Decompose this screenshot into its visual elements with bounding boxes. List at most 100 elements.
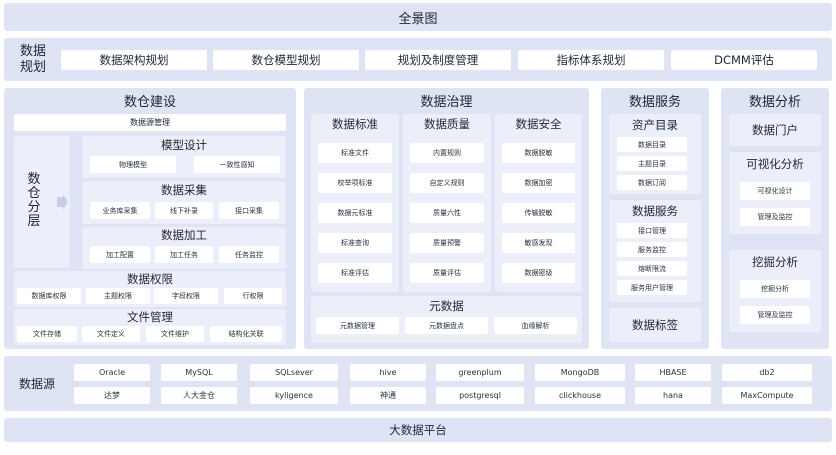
catalog-item[interactable]: 数据目录 bbox=[617, 137, 687, 152]
visual-item[interactable]: 管理及监控 bbox=[740, 208, 810, 226]
metadata-item[interactable]: 血缘解析 bbox=[494, 317, 577, 334]
processing-item[interactable]: 加工配置 bbox=[90, 246, 150, 263]
permission-item[interactable]: 行权限 bbox=[224, 288, 282, 304]
security-item[interactable]: 数据加密 bbox=[502, 173, 575, 193]
quality-item[interactable]: 内置规则 bbox=[410, 143, 484, 163]
collection-item[interactable]: 业务库采集 bbox=[90, 202, 150, 219]
security-item[interactable]: 数据密级 bbox=[502, 263, 575, 283]
permission-item[interactable]: 字段权限 bbox=[154, 288, 218, 304]
standard-title: 数据标准 bbox=[332, 117, 378, 131]
data-portal[interactable]: 数据门户 bbox=[729, 114, 821, 146]
arrow-right-icon bbox=[56, 194, 68, 210]
file-mgmt-item[interactable]: 文件定义 bbox=[82, 326, 140, 342]
security-item[interactable]: 数据脱敏 bbox=[502, 143, 575, 163]
footer-bar: 大数据平台 bbox=[4, 418, 832, 442]
data-security: 数据安全 数据脱敏数据加密传输脱敏敏感发现数据密级 bbox=[495, 114, 582, 292]
planning-item[interactable]: 指标体系规划 bbox=[518, 50, 664, 70]
layer-block: 数 仓 分 层 bbox=[14, 136, 70, 268]
governance-title: 数据治理 bbox=[420, 94, 473, 110]
collection-item[interactable]: 接口采集 bbox=[219, 202, 279, 219]
mining-item[interactable]: 管理及监控 bbox=[740, 306, 810, 324]
source-item[interactable]: postgresql bbox=[436, 387, 524, 404]
visual-analysis: 可视化分析 可视化设计 管理及监控 bbox=[729, 152, 821, 234]
standard-item[interactable]: 校举项标准 bbox=[318, 173, 392, 193]
svc-item[interactable]: 服务监控 bbox=[617, 242, 687, 257]
planning-item[interactable]: 数据架构规划 bbox=[61, 50, 207, 70]
source-item[interactable]: 人大金仓 bbox=[161, 387, 237, 404]
page-title: 全景图 bbox=[398, 11, 438, 27]
source-item[interactable]: 达梦 bbox=[74, 387, 150, 404]
warehouse-panel: 数仓建设 数据源管理 数 仓 分 层 模型设计 物理模型 一致性感知 数据采集 … bbox=[4, 88, 296, 349]
model-design: 模型设计 物理模型 一致性感知 bbox=[82, 136, 286, 178]
svc-item[interactable]: 服务用户管理 bbox=[617, 280, 687, 295]
source-item[interactable]: HBASE bbox=[635, 364, 711, 381]
source-item[interactable]: db2 bbox=[722, 364, 812, 381]
permission-item[interactable]: 数据库权限 bbox=[17, 288, 81, 304]
catalog-item[interactable]: 主题目录 bbox=[617, 156, 687, 171]
standard-item[interactable]: 标准文件 bbox=[318, 143, 392, 163]
source-item[interactable]: clickhouse bbox=[535, 387, 625, 404]
quality-item[interactable]: 质量六性 bbox=[410, 203, 484, 223]
metadata-item[interactable]: 元数据盘点 bbox=[405, 317, 488, 334]
catalog-item[interactable]: 数据订阅 bbox=[617, 175, 687, 190]
model-design-item[interactable]: 物理模型 bbox=[90, 156, 176, 173]
planning-item[interactable]: 规划及制度管理 bbox=[365, 50, 511, 70]
planning-item[interactable]: 数仓模型规划 bbox=[213, 50, 359, 70]
sources-label: 数据源 bbox=[18, 377, 55, 391]
metadata-title: 元数据 bbox=[429, 299, 464, 313]
file-mgmt-item[interactable]: 文件存储 bbox=[17, 326, 77, 342]
processing-item[interactable]: 加工任务 bbox=[155, 246, 213, 263]
mining-title: 挖掘分析 bbox=[752, 255, 798, 269]
source-item[interactable]: MaxCompute bbox=[722, 387, 812, 404]
file-mgmt-item[interactable]: 结构化关联 bbox=[210, 326, 282, 342]
svc-item[interactable]: 熔断限流 bbox=[617, 261, 687, 276]
source-item[interactable]: MongoDB bbox=[535, 364, 625, 381]
data-collection: 数据采集 业务库采集 线下补录 接口采集 bbox=[82, 181, 286, 224]
standard-item[interactable]: 标准查询 bbox=[318, 233, 392, 253]
model-design-title: 模型设计 bbox=[161, 138, 207, 152]
svc-item[interactable]: 接口管理 bbox=[617, 223, 687, 238]
source-item[interactable]: greenplum bbox=[436, 364, 524, 381]
svc-title: 数据服务 bbox=[632, 204, 678, 218]
source-item[interactable]: hana bbox=[635, 387, 711, 404]
standard-item[interactable]: 数据元标准 bbox=[318, 203, 392, 223]
security-item[interactable]: 敏感发现 bbox=[502, 233, 575, 253]
quality-title: 数据质量 bbox=[424, 117, 470, 131]
planning-item[interactable]: DCMM评估 bbox=[671, 50, 817, 70]
file-mgmt-item[interactable]: 文件维护 bbox=[146, 326, 204, 342]
permission-item[interactable]: 主题权限 bbox=[86, 288, 150, 304]
data-service: 数据服务 接口管理服务监控熔断限流服务用户管理 bbox=[609, 200, 701, 302]
warehouse-title: 数仓建设 bbox=[123, 94, 176, 110]
quality-item[interactable]: 质量评估 bbox=[410, 263, 484, 283]
portal-label: 数据门户 bbox=[752, 123, 798, 137]
source-item[interactable]: 神通 bbox=[350, 387, 426, 404]
data-processing: 数据加工 加工配置 加工任务 任务监控 bbox=[82, 227, 286, 269]
data-tag[interactable]: 数据标签 bbox=[609, 308, 701, 342]
source-item[interactable]: kyligence bbox=[250, 387, 338, 404]
governance-panel: 数据治理 数据标准 标准文件校举项标准数据元标准标准查询标准评估 数据质量 内置… bbox=[304, 88, 589, 349]
processing-item[interactable]: 任务监控 bbox=[219, 246, 279, 263]
visual-item[interactable]: 可视化设计 bbox=[740, 182, 810, 200]
analysis-panel: 数据分析 数据门户 可视化分析 可视化设计 管理及监控 挖掘分析 挖掘分析 管理… bbox=[721, 88, 829, 349]
model-design-item[interactable]: 一致性感知 bbox=[194, 156, 280, 173]
mining-item[interactable]: 挖掘分析 bbox=[740, 280, 810, 298]
data-permission: 数据权限 数据库权限 主题权限 字段权限 行权限 bbox=[14, 271, 286, 307]
quality-item[interactable]: 质量预警 bbox=[410, 233, 484, 253]
metadata-item[interactable]: 元数据管理 bbox=[316, 317, 399, 334]
planning-section: 数据 规划 数据架构规划数仓模型规划规划及制度管理指标体系规划 DCMM评估 bbox=[4, 38, 832, 81]
service-panel: 数据服务 资产目录 数据目录主题目录数据订阅 数据服务 接口管理服务监控熔断限流… bbox=[601, 88, 709, 349]
source-mgmt[interactable]: 数据源管理 bbox=[14, 114, 286, 131]
source-item[interactable]: hive bbox=[350, 364, 426, 381]
data-quality: 数据质量 内置规则自定义规则质量六性质量预警质量评估 bbox=[403, 114, 491, 292]
source-item[interactable]: SQLsever bbox=[250, 364, 338, 381]
source-item[interactable]: Oracle bbox=[74, 364, 150, 381]
file-management: 文件管理 文件存储 文件定义 文件维护 结构化关联 bbox=[14, 309, 286, 345]
standard-item[interactable]: 标准评估 bbox=[318, 263, 392, 283]
planning-label: 数据 规划 bbox=[19, 43, 46, 75]
quality-item[interactable]: 自定义规则 bbox=[410, 173, 484, 193]
source-item[interactable]: MySQL bbox=[161, 364, 237, 381]
collection-item[interactable]: 线下补录 bbox=[155, 202, 213, 219]
collection-title: 数据采集 bbox=[161, 183, 207, 197]
security-item[interactable]: 传输脱敏 bbox=[502, 203, 575, 223]
catalog-title: 资产目录 bbox=[632, 118, 678, 132]
